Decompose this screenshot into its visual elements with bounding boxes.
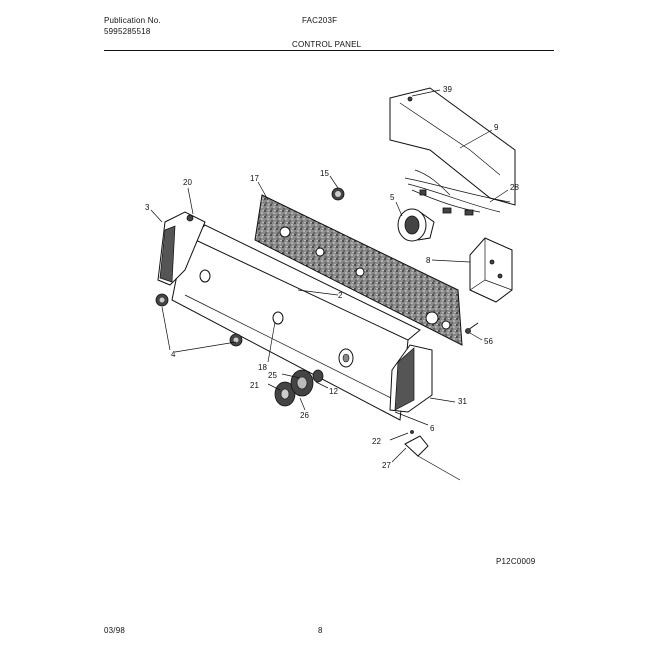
callout-39: 39 <box>443 85 452 94</box>
bracket-part-27 <box>404 430 461 481</box>
rear-cover-part-9 <box>389 87 516 206</box>
callout-21: 21 <box>250 381 259 390</box>
callout-28: 28 <box>510 183 519 192</box>
knob-part-4-center <box>229 333 243 347</box>
section-title: CONTROL PANEL <box>292 40 362 49</box>
leader-lines <box>150 89 509 463</box>
callout-26: 26 <box>300 411 309 420</box>
wire-harness-part-28 <box>404 169 511 216</box>
timer-part-8 <box>469 237 513 303</box>
callout-4: 4 <box>171 350 176 359</box>
footer-date: 03/98 <box>104 626 126 635</box>
right-end-cap-part-31 <box>389 344 433 413</box>
callout-20: 20 <box>183 178 192 187</box>
knob-assembly-parts-21-25-26 <box>274 369 324 407</box>
page-number: 8 <box>318 626 323 635</box>
control-panel-part-17 <box>254 194 463 346</box>
screw-39-part <box>407 96 413 102</box>
switch-part-5 <box>397 208 435 242</box>
model-number: FAC203F <box>302 16 338 25</box>
callout-8: 8 <box>426 256 431 265</box>
callout-6: 6 <box>430 424 435 433</box>
knob-part-4-left <box>155 293 169 307</box>
callout-9: 9 <box>494 123 499 132</box>
figure-code: P12C0009 <box>496 557 536 566</box>
callout-56: 56 <box>484 337 493 346</box>
end-cap-screw-20 <box>186 214 194 222</box>
callout-27: 27 <box>382 461 391 470</box>
callout-18: 18 <box>258 363 267 372</box>
callout-25: 25 <box>268 371 277 380</box>
title-rule <box>104 50 554 51</box>
callout-15: 15 <box>320 169 329 178</box>
knob-part-15 <box>331 187 345 201</box>
screw-part-56 <box>465 322 479 334</box>
callout-22: 22 <box>372 437 381 446</box>
callout-3: 3 <box>145 203 150 212</box>
callout-5: 5 <box>390 193 395 202</box>
callout-labels: 39 9 28 15 17 20 3 5 8 2 4 18 56 25 12 2… <box>145 85 519 470</box>
callout-31: 31 <box>458 397 467 406</box>
screw-part-22 <box>410 430 414 434</box>
callout-2: 2 <box>338 291 343 300</box>
publication-number: 5995285518 <box>104 27 151 36</box>
callout-12: 12 <box>329 387 338 396</box>
left-end-cap-part-3 <box>157 211 206 286</box>
callout-17: 17 <box>250 174 259 183</box>
publication-label: Publication No. <box>104 16 161 25</box>
